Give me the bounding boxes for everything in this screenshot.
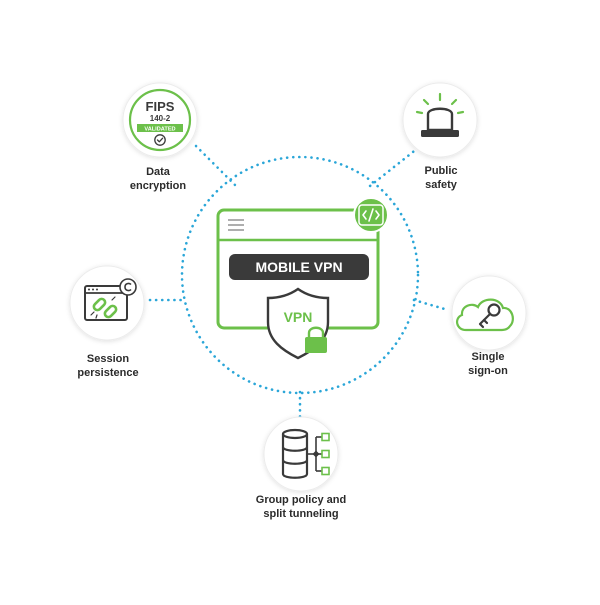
connector-public-safety — [368, 146, 420, 188]
fips-validated-band — [137, 124, 183, 132]
node-session-persistence — [69, 265, 145, 341]
node-circle — [69, 265, 145, 341]
node-circle — [122, 82, 198, 158]
checkmark-icon — [154, 134, 166, 146]
chain-link-icon — [92, 297, 118, 319]
label-line: Public — [424, 165, 458, 177]
label-line: split tunneling — [263, 508, 339, 520]
split-branches-icon — [308, 432, 330, 476]
central-dotted-ring — [180, 155, 420, 395]
label-line: safety — [425, 179, 457, 191]
label-line: Single — [471, 351, 505, 363]
copyright-icon — [119, 278, 137, 296]
connector-sso — [412, 298, 450, 312]
mobile-vpn-title: MOBILE VPN — [255, 259, 342, 275]
vpn-window: MOBILE VPN — [216, 208, 380, 330]
shield-vpn-text: VPN — [284, 309, 313, 325]
label-data-encryption: Data encryption — [88, 165, 228, 193]
label-line: encryption — [129, 180, 187, 192]
hamburger-icon — [228, 219, 244, 231]
node-group-policy — [263, 416, 339, 492]
mobile-vpn-banner — [229, 254, 369, 280]
node-single-sign-on — [451, 275, 527, 351]
connector-lines — [148, 144, 450, 420]
padlock-icon — [305, 326, 327, 353]
label-group-policy: Group policy and split tunneling — [231, 493, 371, 521]
fips-badge-title: FIPS — [146, 99, 175, 114]
label-line: persistence — [77, 367, 139, 379]
code-icon — [362, 208, 380, 222]
label-line: Data — [146, 166, 170, 178]
fips-badge-status: VALIDATED — [144, 127, 175, 133]
siren-icon — [415, 92, 465, 137]
label-line: Group policy and — [255, 494, 347, 506]
node-public-safety — [402, 82, 478, 158]
fips-badge-number: 140-2 — [150, 114, 171, 123]
vpn-shield: VPN — [266, 287, 330, 360]
label-session-persistence: Session persistence — [38, 352, 178, 380]
node-data-encryption: FIPS 140-2 VALIDATED — [122, 82, 198, 158]
label-public-safety: Public safety — [371, 164, 511, 192]
browser-link-icon — [84, 285, 128, 321]
fips-badge-ring — [128, 88, 192, 152]
key-icon — [478, 303, 501, 329]
code-badge — [353, 197, 389, 233]
label-single-sign-on: Single sign-on — [418, 350, 558, 378]
database-icon — [281, 428, 309, 479]
label-line: sign-on — [468, 365, 508, 377]
label-line: Session — [86, 353, 130, 365]
